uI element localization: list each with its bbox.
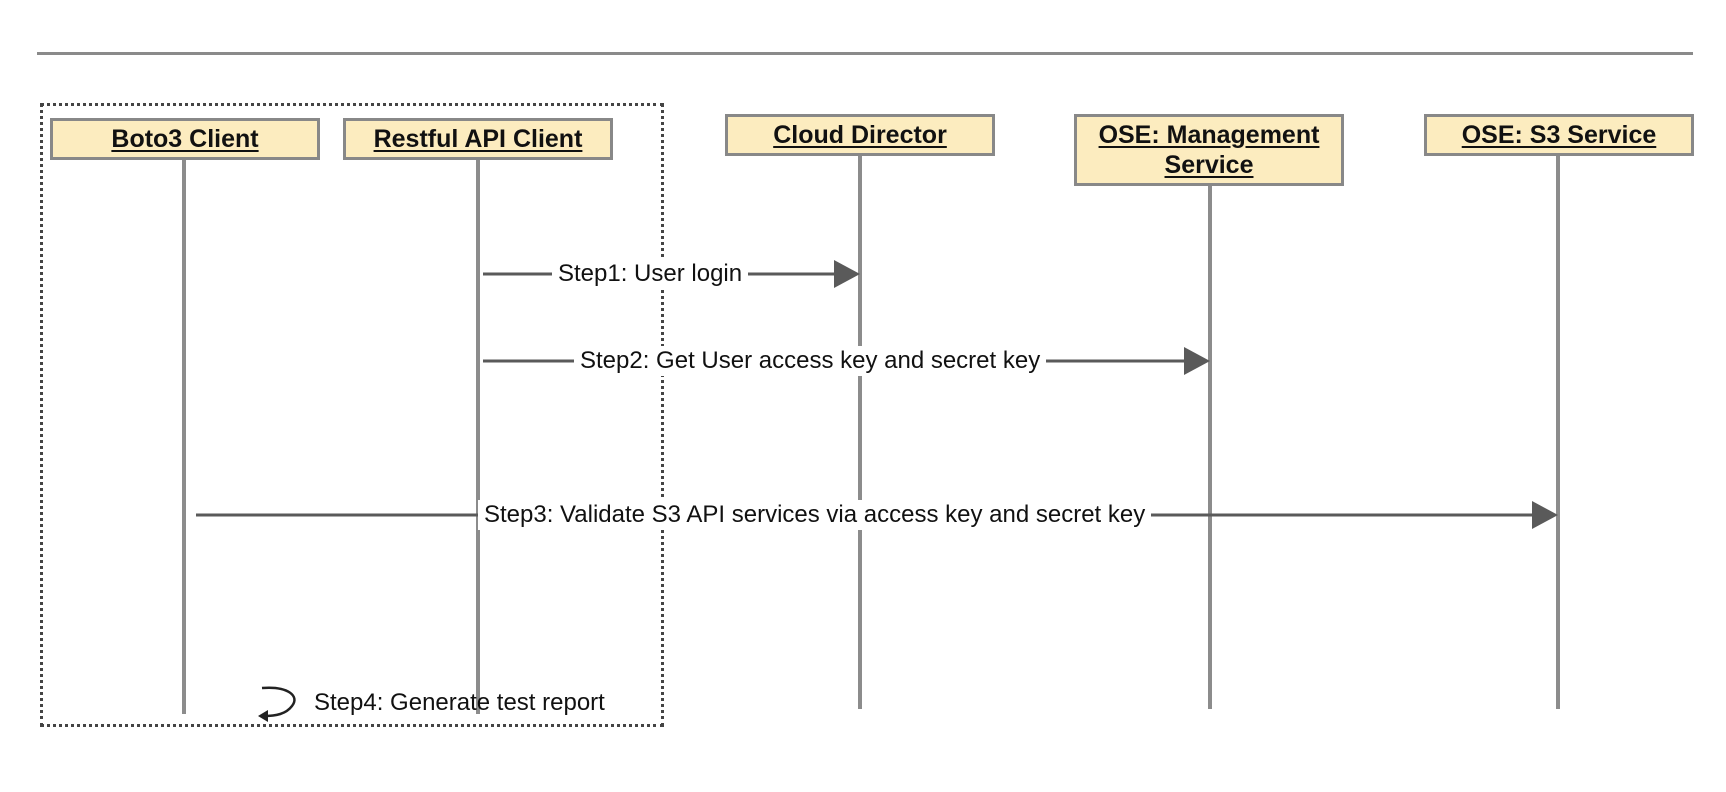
lifeline-line-restful-api-client <box>476 159 480 714</box>
step1-arrowhead <box>834 260 860 288</box>
step2-arrowhead <box>1184 347 1210 375</box>
lifeline-line-boto3-client <box>182 159 186 714</box>
lifeline-boto3-client: Boto3 Client <box>50 118 320 160</box>
lifeline-line-ose-management-service <box>1208 185 1212 709</box>
top-divider <box>37 52 1693 55</box>
step2-label: Step2: Get User access key and secret ke… <box>574 346 1047 376</box>
lifeline-cloud-director: Cloud Director <box>725 114 995 156</box>
lifeline-ose-s3-service: OSE: S3 Service <box>1424 114 1694 156</box>
client-group-frame <box>40 103 664 727</box>
step4-label: Step4: Generate test report <box>314 689 605 716</box>
lifeline-line-ose-s3-service <box>1556 156 1560 709</box>
step3-label: Step3: Validate S3 API services via acce… <box>478 500 1152 530</box>
lifeline-line-cloud-director <box>858 156 862 709</box>
lifeline-restful-api-client: Restful API Client <box>343 118 613 160</box>
step1-label: Step1: User login <box>552 259 749 289</box>
step4-arrowhead <box>258 710 268 722</box>
step3-arrowhead <box>1532 501 1558 529</box>
step4-self-loop-icon <box>261 686 296 718</box>
lifeline-ose-management-service: OSE: Management Service <box>1074 114 1344 186</box>
